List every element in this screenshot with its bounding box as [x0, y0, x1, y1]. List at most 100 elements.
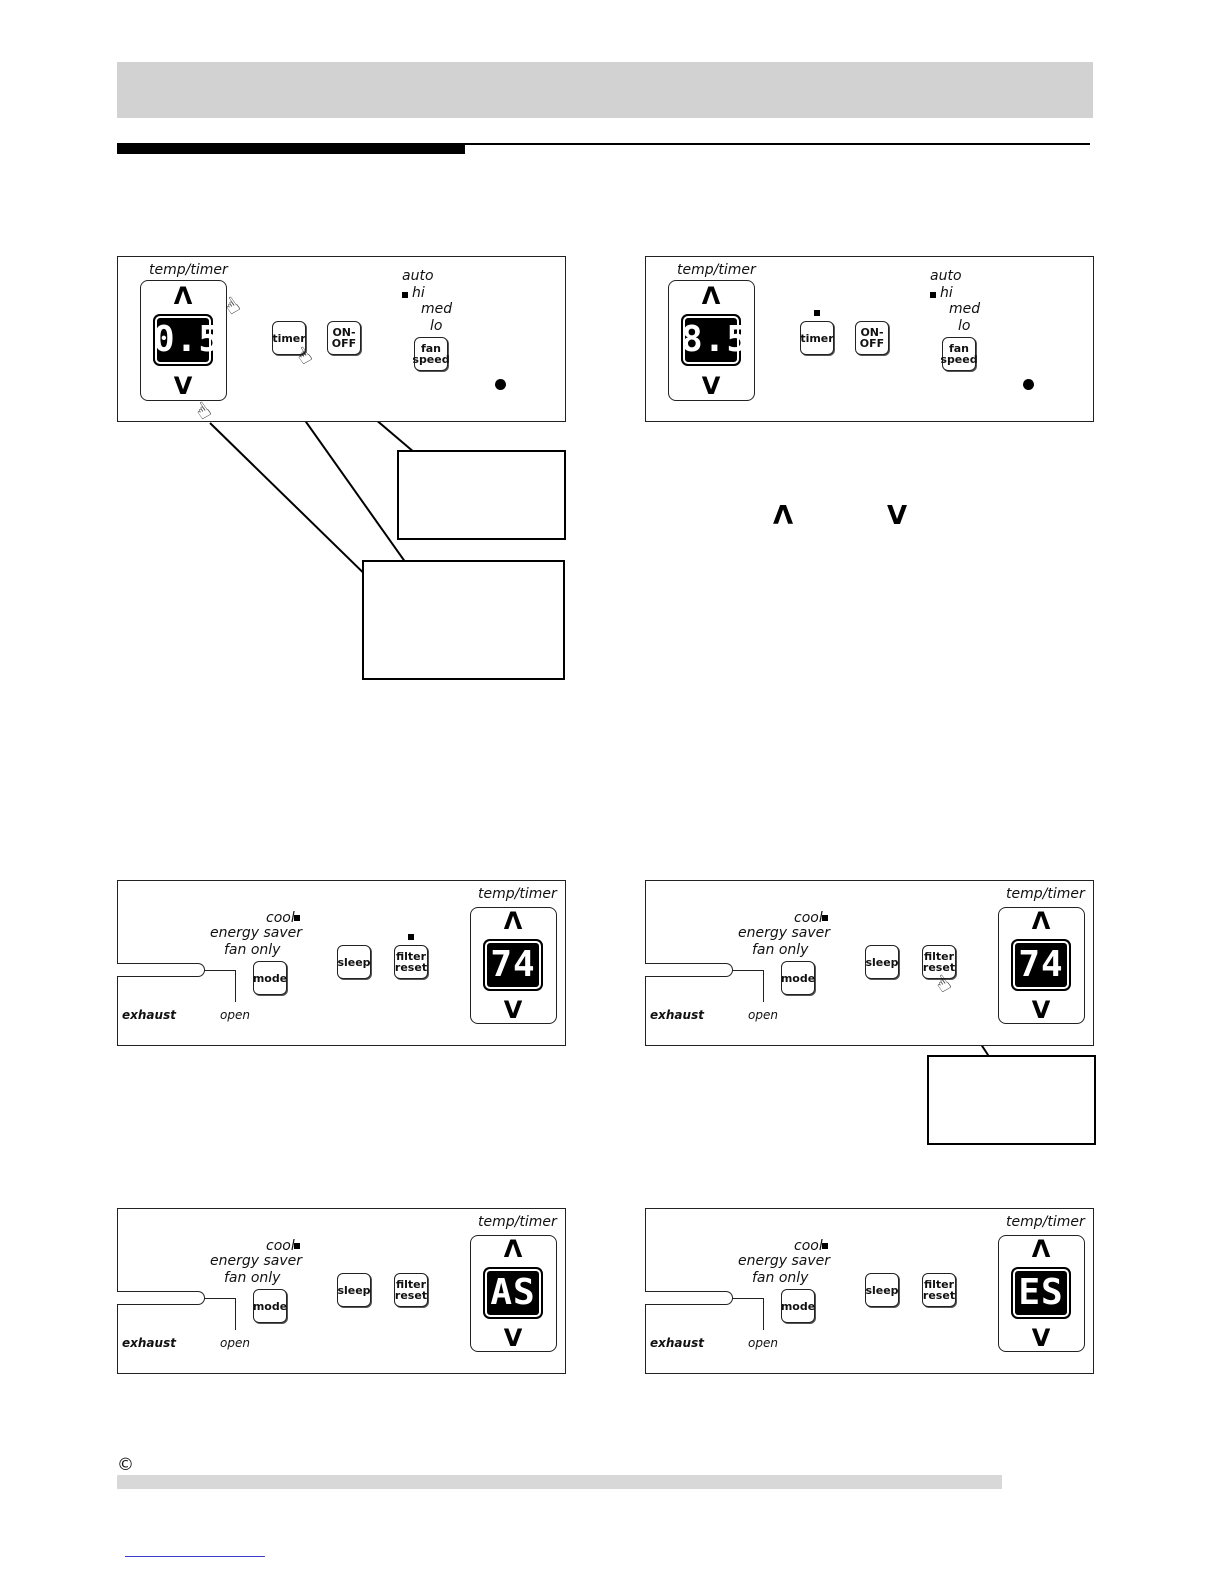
mode-cool-label: cool: [794, 1238, 823, 1254]
header-bar: [117, 62, 1093, 118]
mode-cool-label: cool: [266, 1238, 295, 1254]
mode-fan-only-label: fan only: [752, 942, 809, 958]
exhaust-pipe: [117, 963, 205, 977]
temp-timer-box: Λ 74 V: [998, 907, 1085, 1024]
temp-down-icon[interactable]: V: [503, 1324, 523, 1352]
fan-auto-label: auto: [930, 268, 962, 284]
temp-timer-box: Λ ES V: [998, 1235, 1085, 1352]
mode-button[interactable]: mode: [781, 961, 815, 995]
exhaust-pipe: [645, 963, 733, 977]
control-panel-filter-alert: exhaust open cool energy saver fan only …: [117, 880, 566, 1046]
mode-cool-indicator: [822, 1243, 828, 1249]
mode-cool-indicator: [294, 1243, 300, 1249]
mode-button[interactable]: mode: [781, 1289, 815, 1323]
lcd-display: 74: [1011, 939, 1071, 991]
temp-timer-box: Λ 74 V: [470, 907, 557, 1024]
fan-med-label: med: [421, 301, 453, 317]
temp-down-icon[interactable]: V: [1031, 996, 1051, 1024]
status-led: [1023, 379, 1034, 390]
mode-energy-saver-label: energy saver: [738, 925, 831, 941]
sleep-button[interactable]: sleep: [865, 945, 899, 979]
section-rule-thin: [465, 143, 1090, 145]
open-label: open: [220, 1008, 250, 1022]
mode-energy-saver-label: energy saver: [210, 925, 303, 941]
mode-fan-only-label: fan only: [752, 1270, 809, 1286]
lcd-display: 8.5: [681, 314, 748, 366]
sleep-button[interactable]: sleep: [337, 1273, 371, 1307]
timer-indicator: [814, 310, 820, 316]
temp-timer-label: temp/timer: [677, 262, 756, 278]
copyright-icon: ©: [117, 1455, 134, 1475]
fan-hi-indicator: [930, 292, 936, 298]
temp-down-icon[interactable]: V: [701, 372, 721, 400]
temp-timer-label: temp/timer: [1006, 1214, 1085, 1230]
exhaust-label: exhaust: [650, 1008, 704, 1022]
fan-med-label: med: [949, 301, 981, 317]
control-panel-timer-set: temp/timer Λ 0.5 V timer ON-OFF auto hi …: [117, 256, 566, 422]
exhaust-label: exhaust: [122, 1008, 176, 1022]
timer-button[interactable]: timer: [272, 321, 306, 355]
mode-energy-saver-label: energy saver: [210, 1253, 303, 1269]
on-off-button[interactable]: ON-OFF: [855, 321, 889, 355]
exhaust-pipe-line: [204, 970, 236, 1002]
fan-auto-label: auto: [402, 268, 434, 284]
section-rule-thick: [117, 143, 465, 154]
callout-box: [362, 560, 565, 680]
exhaust-label: exhaust: [122, 1336, 176, 1350]
mode-energy-saver-label: energy saver: [738, 1253, 831, 1269]
fan-lo-label: lo: [430, 318, 443, 334]
lcd-display: ES: [1011, 1267, 1071, 1319]
on-off-button[interactable]: ON-OFF: [327, 321, 361, 355]
temp-down-icon[interactable]: V: [1031, 1324, 1051, 1352]
footer-link-underline[interactable]: [125, 1556, 265, 1557]
fan-hi-label: hi: [940, 285, 953, 301]
temp-up-icon[interactable]: Λ: [1031, 1235, 1051, 1263]
mode-button[interactable]: mode: [253, 1289, 287, 1323]
temp-up-icon[interactable]: Λ: [503, 1235, 523, 1263]
mode-cool-label: cool: [266, 910, 295, 926]
temp-timer-box: Λ AS V: [470, 1235, 557, 1352]
open-label: open: [748, 1336, 778, 1350]
temp-timer-label: temp/timer: [1006, 886, 1085, 902]
fan-hi-label: hi: [412, 285, 425, 301]
temp-timer-box: Λ 0.5 V: [140, 280, 227, 401]
temp-up-icon[interactable]: Λ: [503, 907, 523, 935]
up-arrow-icon: Λ: [773, 501, 794, 531]
control-panel-timer-result: temp/timer Λ 8.5 V timer ON-OFF auto hi …: [645, 256, 1094, 422]
temp-down-icon[interactable]: V: [173, 372, 193, 400]
temp-timer-label: temp/timer: [478, 886, 557, 902]
open-label: open: [748, 1008, 778, 1022]
down-arrow-icon: V: [887, 501, 908, 531]
fan-lo-label: lo: [958, 318, 971, 334]
temp-down-icon[interactable]: V: [503, 996, 523, 1024]
temp-up-icon[interactable]: Λ: [173, 282, 193, 310]
filter-indicator: [408, 934, 414, 940]
lcd-display: 74: [483, 939, 543, 991]
mode-cool-label: cool: [794, 910, 823, 926]
exhaust-pipe: [117, 1291, 205, 1305]
mode-cool-indicator: [822, 915, 828, 921]
lcd-display: AS: [483, 1267, 543, 1319]
callout-box: [397, 450, 566, 540]
mode-button[interactable]: mode: [253, 961, 287, 995]
mode-cool-indicator: [294, 915, 300, 921]
control-panel-auto-swing: exhaust open cool energy saver fan only …: [117, 1208, 566, 1374]
sleep-button[interactable]: sleep: [337, 945, 371, 979]
status-led: [495, 379, 506, 390]
temp-up-icon[interactable]: Λ: [1031, 907, 1051, 935]
temp-up-icon[interactable]: Λ: [701, 282, 721, 310]
fan-hi-indicator: [402, 292, 408, 298]
sleep-button[interactable]: sleep: [865, 1273, 899, 1307]
timer-button[interactable]: timer: [800, 321, 834, 355]
mode-fan-only-label: fan only: [224, 1270, 281, 1286]
temp-timer-label: temp/timer: [478, 1214, 557, 1230]
control-panel-filter-reset: exhaust open cool energy saver fan only …: [645, 880, 1094, 1046]
temp-timer-label: temp/timer: [149, 262, 228, 278]
mode-fan-only-label: fan only: [224, 942, 281, 958]
